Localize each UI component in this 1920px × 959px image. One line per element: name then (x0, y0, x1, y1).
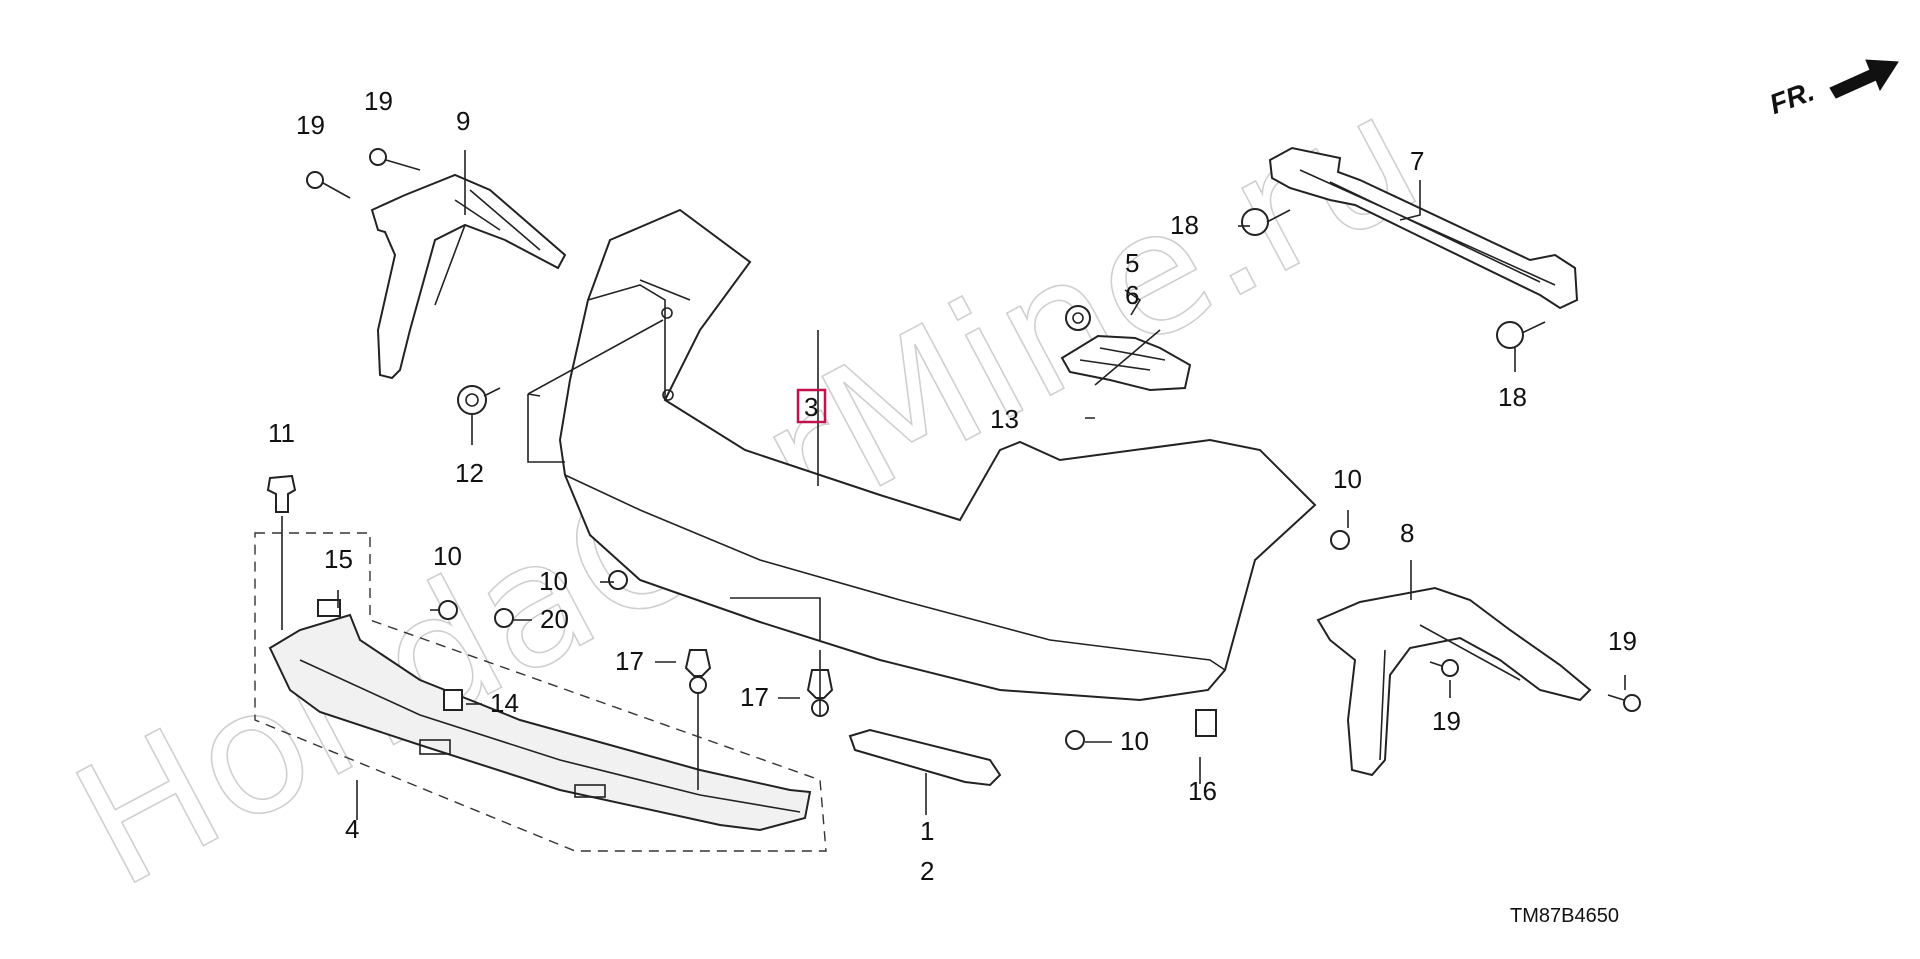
callout-10-b[interactable]: 10 (539, 566, 568, 596)
callout-19-d[interactable]: 19 (1608, 626, 1637, 656)
part-9-left-bracket[interactable] (370, 173, 567, 380)
callout-8[interactable]: 8 (1400, 518, 1414, 548)
fastener-15-clip[interactable] (317, 599, 341, 617)
callout-3[interactable]: 3 (804, 392, 818, 422)
fastener-18-upper-bolt[interactable] (1241, 208, 1291, 236)
fastener-14-clip[interactable] (443, 689, 463, 711)
callout-5[interactable]: 5 (1125, 248, 1139, 278)
fastener-19-screws[interactable] (306, 148, 1641, 712)
callout-17-a[interactable]: 17 (615, 646, 644, 676)
fastener-12-clip[interactable] (457, 385, 501, 415)
callout-12[interactable]: 12 (455, 458, 484, 488)
callout-6[interactable]: 6 (1125, 280, 1139, 310)
fastener-16-clip[interactable] (1195, 709, 1217, 737)
fastener-11-bolt[interactable] (266, 474, 297, 513)
fastener-18-lower-bolt[interactable] (1496, 321, 1546, 349)
callout-7[interactable]: 7 (1410, 146, 1424, 176)
part-1-2-reflector[interactable] (848, 728, 1002, 787)
part-4-group-outline (254, 532, 827, 852)
callout-19-a[interactable]: 19 (296, 110, 325, 140)
diagram-code: TM87B4650 (1510, 905, 1619, 927)
highlight-box-part-3 (796, 388, 827, 424)
callout-10-a[interactable]: 10 (433, 541, 462, 571)
callout-14[interactable]: 14 (490, 688, 519, 718)
callout-13[interactable]: 13 (990, 404, 1019, 434)
callout-18-b[interactable]: 18 (1498, 382, 1527, 412)
callout-20[interactable]: 20 (540, 604, 569, 634)
callout-9[interactable]: 9 (456, 106, 470, 136)
callout-19-c[interactable]: 19 (1432, 706, 1461, 736)
callout-15[interactable]: 15 (324, 544, 353, 574)
fastener-13-nut[interactable] (1065, 305, 1091, 331)
callout-labels: 1 2 3 4 5 6 7 8 9 10 10 10 10 11 12 13 1… (268, 86, 1637, 886)
part-3-rear-bumper-face[interactable] (558, 208, 1317, 702)
front-direction-label: FR. (1765, 75, 1818, 120)
fastener-17-left-clip[interactable] (684, 649, 712, 694)
fastener-10-screws[interactable] (438, 530, 1350, 750)
callout-1[interactable]: 1 (920, 816, 934, 846)
callout-19-b[interactable]: 19 (364, 86, 393, 116)
front-direction-arrow: FR. (1765, 59, 1899, 120)
callout-11[interactable]: 11 (268, 418, 295, 448)
part-4-lower-diffuser[interactable] (268, 613, 812, 832)
callout-17-b[interactable]: 17 (740, 682, 769, 712)
callout-16[interactable]: 16 (1188, 776, 1217, 806)
callout-4[interactable]: 4 (345, 814, 359, 844)
callout-10-c[interactable]: 10 (1120, 726, 1149, 756)
callout-2[interactable]: 2 (920, 856, 934, 886)
part-7-rear-beam[interactable] (1268, 146, 1579, 310)
fastener-20-screw[interactable] (494, 608, 514, 628)
callout-18-a[interactable]: 18 (1170, 210, 1199, 240)
part-8-right-bracket[interactable] (1316, 586, 1592, 777)
leader-lines (281, 150, 1626, 815)
callout-10-d[interactable]: 10 (1333, 464, 1362, 494)
